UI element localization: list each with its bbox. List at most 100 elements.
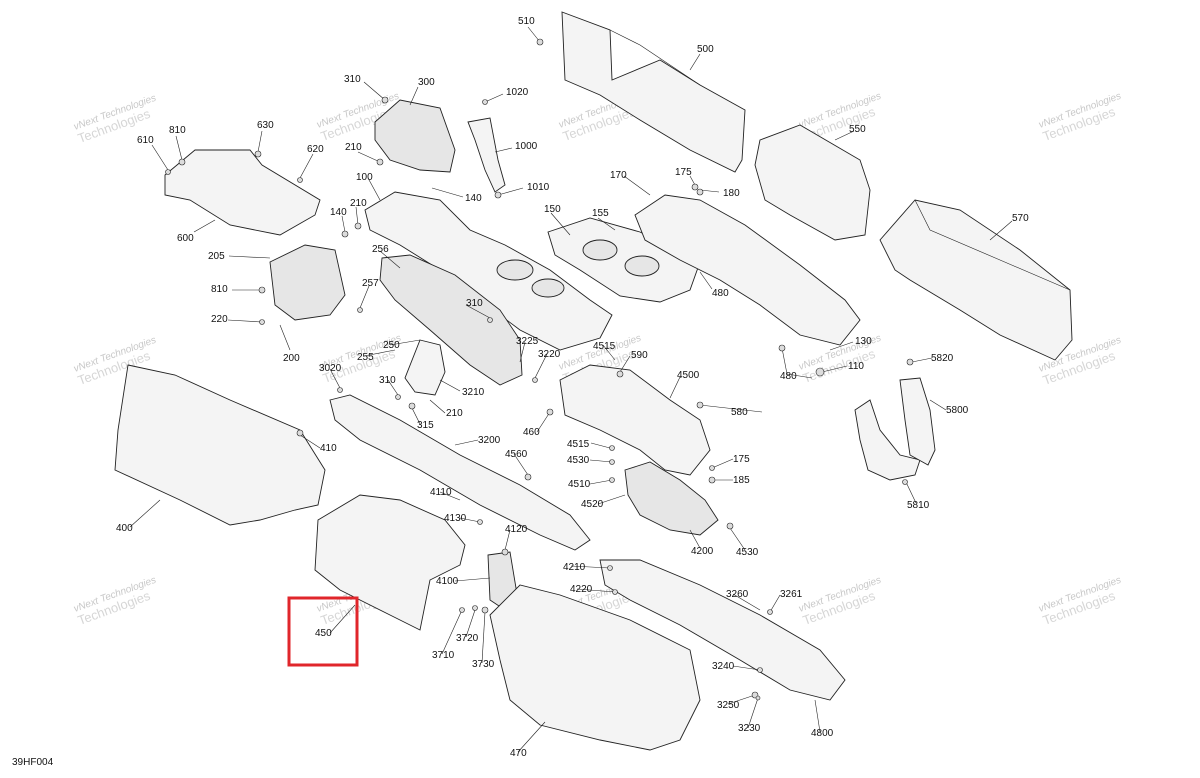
callout-label[interactable]: 460 <box>523 427 540 438</box>
callout-label[interactable]: 810 <box>211 284 228 295</box>
callout-label[interactable]: 5810 <box>907 500 930 511</box>
callout-label[interactable]: 480 <box>780 371 797 382</box>
part-4500-housing[interactable] <box>559 364 711 476</box>
callout-label[interactable]: 300 <box>418 77 435 88</box>
callout-label[interactable]: 480 <box>712 288 729 299</box>
callout-label[interactable]: 210 <box>345 142 362 153</box>
callout-label[interactable]: 100 <box>356 172 373 183</box>
callout-label[interactable]: 3250 <box>717 700 740 711</box>
callout-label[interactable]: 4530 <box>567 455 590 466</box>
callout-label[interactable]: 4560 <box>505 449 528 460</box>
callout-label[interactable]: 4100 <box>436 576 459 587</box>
part-500-panel[interactable] <box>561 11 746 173</box>
part-3210-bracket[interactable] <box>404 339 446 396</box>
callout-label[interactable]: 500 <box>697 44 714 55</box>
callout-label[interactable]: 175 <box>733 454 750 465</box>
callout-label[interactable]: 1010 <box>527 182 550 193</box>
callout-label[interactable]: 310 <box>466 298 483 309</box>
part-200-mount[interactable] <box>269 244 346 321</box>
callout-label[interactable]: 140 <box>465 193 482 204</box>
callout-label[interactable]: 4120 <box>505 524 528 535</box>
callout-label[interactable]: 3260 <box>726 589 749 600</box>
callout-label-450[interactable]: 450 <box>315 628 332 639</box>
callout-label[interactable]: 3020 <box>319 363 342 374</box>
part-470-panel[interactable] <box>489 584 701 751</box>
callout-label[interactable]: 550 <box>849 124 866 135</box>
callout-label[interactable]: 315 <box>417 420 434 431</box>
callout-label[interactable]: 175 <box>675 167 692 178</box>
callout-label[interactable]: 250 <box>383 340 400 351</box>
callout-label[interactable]: 4520 <box>581 499 604 510</box>
callout-label[interactable]: 1020 <box>506 87 529 98</box>
callout-label[interactable]: 185 <box>733 475 750 486</box>
part-600-tray[interactable] <box>164 149 321 236</box>
part-550-panel[interactable] <box>754 124 871 241</box>
callout-label[interactable]: 5800 <box>946 405 969 416</box>
callout-label[interactable]: 155 <box>592 208 609 219</box>
callout-label[interactable]: 4220 <box>570 584 593 595</box>
part-250-bezel[interactable] <box>379 254 523 386</box>
callout-label[interactable]: 4530 <box>736 547 759 558</box>
part-400-panel[interactable] <box>114 364 326 526</box>
callout-label[interactable]: 470 <box>510 748 527 759</box>
callout-label[interactable]: 3230 <box>738 723 761 734</box>
callout-label[interactable]: 410 <box>320 443 337 454</box>
callout-label[interactable]: 150 <box>544 204 561 215</box>
callout-label[interactable]: 3240 <box>712 661 735 672</box>
callout-label[interactable]: 200 <box>283 353 300 364</box>
part-3200-rail[interactable] <box>329 394 591 551</box>
part-4800-frame[interactable] <box>599 559 846 701</box>
callout-label[interactable]: 1000 <box>515 141 538 152</box>
callout-label[interactable]: 4510 <box>568 479 591 490</box>
callout-label[interactable]: 4515 <box>593 341 616 352</box>
callout-label[interactable]: 4210 <box>563 562 586 573</box>
callout-label[interactable]: 140 <box>330 207 347 218</box>
part-570-panel[interactable] <box>879 199 1073 361</box>
callout-label[interactable]: 810 <box>169 125 186 136</box>
callout-label[interactable]: 610 <box>137 135 154 146</box>
callout-label[interactable]: 220 <box>211 314 228 325</box>
callout-label[interactable]: 256 <box>372 244 389 255</box>
callout-label[interactable]: 4200 <box>691 546 714 557</box>
callout-label[interactable]: 3200 <box>478 435 501 446</box>
part-100-frame[interactable] <box>364 191 613 351</box>
callout-label[interactable]: 620 <box>307 144 324 155</box>
part-5800-hose[interactable] <box>854 399 921 481</box>
part-4200-housing[interactable] <box>624 461 719 536</box>
callout-label[interactable]: 600 <box>177 233 194 244</box>
callout-label[interactable]: 170 <box>610 170 627 181</box>
part-1000-duct[interactable] <box>467 117 506 193</box>
callout-label[interactable]: 110 <box>848 361 864 372</box>
callout-label[interactable]: 590 <box>631 350 648 361</box>
part-150-cupholder[interactable] <box>547 217 701 303</box>
part-300-bracket[interactable] <box>374 99 456 173</box>
callout-label[interactable]: 310 <box>379 375 396 386</box>
callout-label[interactable]: 3710 <box>432 650 455 661</box>
callout-label[interactable]: 255 <box>357 352 374 363</box>
callout-label[interactable]: 205 <box>208 251 225 262</box>
callout-label[interactable]: 510 <box>518 16 535 27</box>
callout-label[interactable]: 3225 <box>516 336 539 347</box>
callout-label[interactable]: 4110 <box>430 487 452 498</box>
callout-label[interactable]: 3210 <box>462 387 485 398</box>
part-450-panel[interactable] <box>314 494 466 631</box>
callout-label[interactable]: 630 <box>257 120 274 131</box>
callout-label[interactable]: 4500 <box>677 370 700 381</box>
callout-label[interactable]: 4800 <box>811 728 834 739</box>
callout-label[interactable]: 310 <box>344 74 361 85</box>
callout-label[interactable]: 257 <box>362 278 379 289</box>
callout-label[interactable]: 210 <box>446 408 463 419</box>
callout-label[interactable]: 3720 <box>456 633 479 644</box>
callout-label[interactable]: 570 <box>1012 213 1029 224</box>
callout-label[interactable]: 4515 <box>567 439 590 450</box>
callout-label[interactable]: 130 <box>855 336 872 347</box>
callout-label[interactable]: 180 <box>723 188 740 199</box>
callout-label[interactable]: 210 <box>350 198 367 209</box>
part-170-cover[interactable] <box>634 194 861 346</box>
callout-label[interactable]: 3220 <box>538 349 561 360</box>
callout-label[interactable]: 580 <box>731 407 748 418</box>
callout-label[interactable]: 400 <box>116 523 133 534</box>
callout-label[interactable]: 3730 <box>472 659 495 670</box>
callout-label[interactable]: 5820 <box>931 353 954 364</box>
callout-label[interactable]: 4130 <box>444 513 467 524</box>
